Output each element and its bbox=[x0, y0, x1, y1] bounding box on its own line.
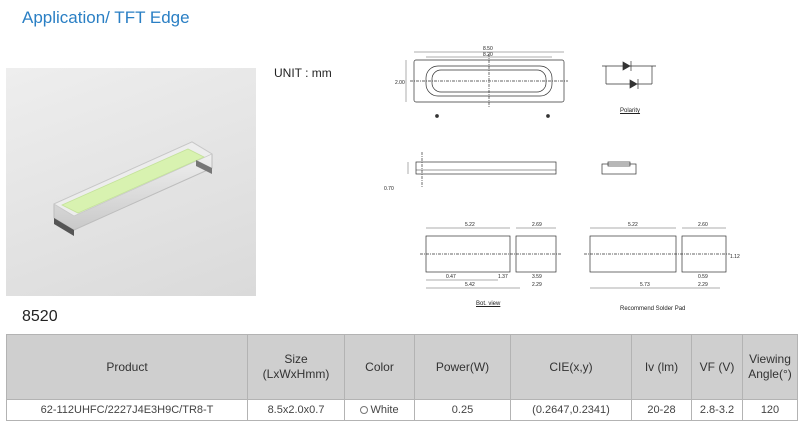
svg-text:2.00: 2.00 bbox=[395, 80, 405, 86]
cell-color: White bbox=[344, 399, 415, 421]
polarity-diagram bbox=[602, 61, 656, 89]
cell-cie: (0.2647,0.2341) bbox=[510, 399, 632, 421]
col-product: Product bbox=[6, 334, 248, 400]
dimension-drawing: 8.50 8.20 2.00 0.70 bbox=[380, 40, 780, 315]
spec-table: Product Size (LxWxHmm) Color Power(W) CI… bbox=[6, 334, 798, 421]
led-package-image bbox=[53, 141, 213, 236]
cell-size: 8.5x2.0x0.7 bbox=[247, 399, 345, 421]
bottom-view-drawing: 5.22 2.69 0.47 1.37 3.59 5.42 2.29 bbox=[420, 222, 562, 289]
solder-pad-drawing: 5.22 2.60 1.12 0.59 5.73 2.29 bbox=[584, 222, 740, 289]
cell-viewing-angle: 120 bbox=[742, 399, 798, 421]
svg-text:2.29: 2.29 bbox=[698, 282, 708, 288]
top-view-drawing: 8.50 8.20 2.00 bbox=[395, 46, 568, 118]
col-power: Power(W) bbox=[414, 334, 511, 400]
svg-text:0.47: 0.47 bbox=[446, 274, 456, 280]
col-size: Size (LxWxHmm) bbox=[247, 334, 345, 400]
svg-text:5.22: 5.22 bbox=[628, 222, 638, 228]
bottom-view-label: Bot. view bbox=[476, 301, 501, 307]
svg-text:5.42: 5.42 bbox=[465, 282, 475, 288]
col-viewing-angle: Viewing Angle(°) bbox=[742, 334, 798, 400]
unit-label: UNIT : mm bbox=[274, 66, 332, 80]
cell-product: 62-112UHFC/2227J4E3H9C/TR8-T bbox=[6, 399, 248, 421]
polarity-label: Polarity bbox=[620, 108, 641, 114]
svg-text:1.12: 1.12 bbox=[730, 254, 740, 260]
svg-text:8.50: 8.50 bbox=[483, 46, 493, 52]
white-color-swatch-icon bbox=[360, 406, 369, 415]
cell-power: 0.25 bbox=[414, 399, 511, 421]
led-product-photo bbox=[6, 68, 256, 296]
svg-text:2.29: 2.29 bbox=[532, 282, 542, 288]
table-header-row: Product Size (LxWxHmm) Color Power(W) CI… bbox=[6, 334, 798, 400]
col-color: Color bbox=[344, 334, 415, 400]
solder-pad-label: Recommend Solder Pad bbox=[620, 306, 686, 312]
table-row: 62-112UHFC/2227J4E3H9C/TR8-T 8.5x2.0x0.7… bbox=[6, 399, 798, 421]
cell-iv: 20-28 bbox=[631, 399, 692, 421]
model-number: 8520 bbox=[22, 308, 58, 325]
col-cie: CIE(x,y) bbox=[510, 334, 632, 400]
svg-text:5.22: 5.22 bbox=[465, 222, 475, 228]
col-vf: VF (V) bbox=[691, 334, 743, 400]
svg-text:8.20: 8.20 bbox=[483, 52, 493, 58]
svg-text:5.73: 5.73 bbox=[640, 282, 650, 288]
side-view-drawing: 0.70 bbox=[384, 152, 637, 192]
svg-text:3.59: 3.59 bbox=[532, 274, 542, 280]
col-iv: Iv (lm) bbox=[631, 334, 692, 400]
svg-text:0.70: 0.70 bbox=[384, 186, 394, 192]
svg-text:1.37: 1.37 bbox=[498, 274, 508, 280]
svg-text:0.59: 0.59 bbox=[698, 274, 708, 280]
page-title: Application/ TFT Edge bbox=[22, 8, 190, 27]
cell-vf: 2.8-3.2 bbox=[691, 399, 743, 421]
svg-text:2.60: 2.60 bbox=[698, 222, 708, 228]
svg-text:2.69: 2.69 bbox=[532, 222, 542, 228]
